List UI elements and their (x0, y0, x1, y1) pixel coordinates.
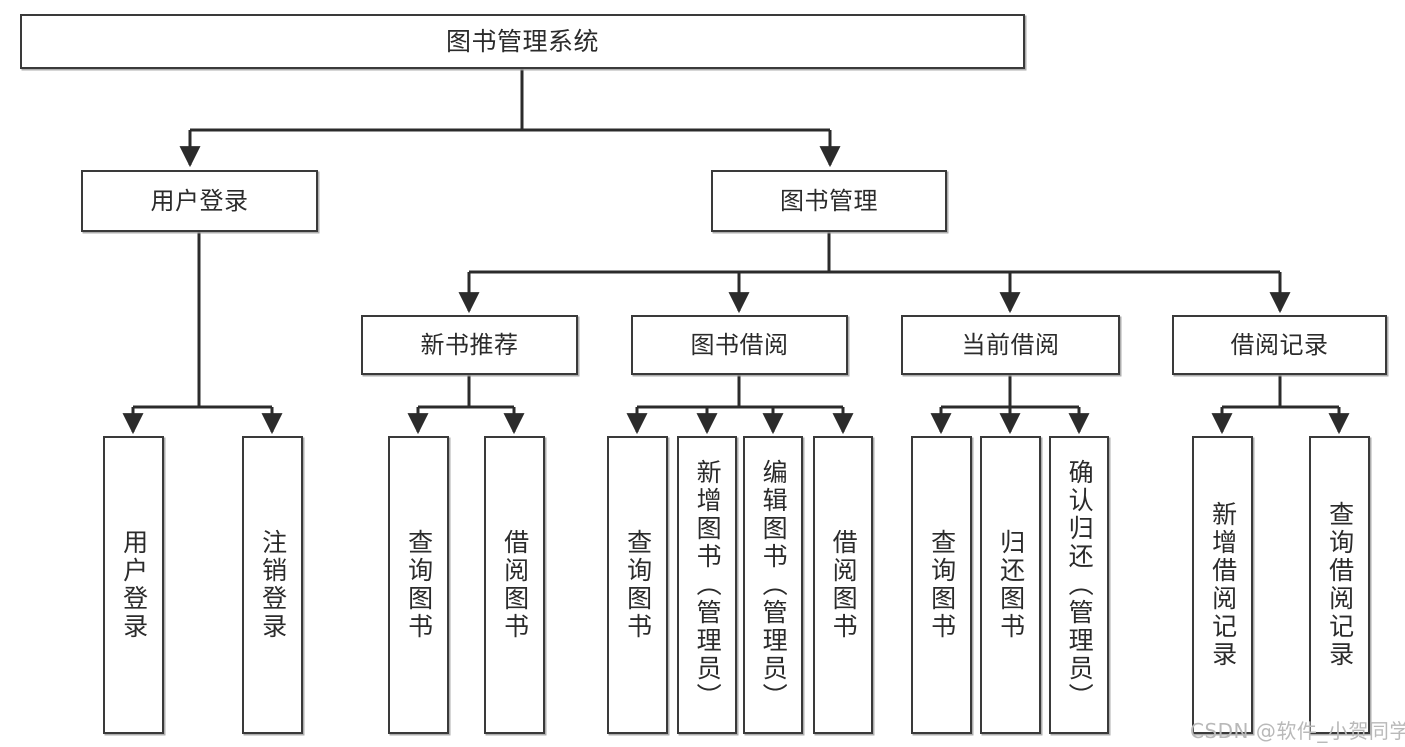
node-label: 借阅图书 (829, 529, 859, 641)
node-user-login[interactable]: 用户登录 (81, 170, 318, 232)
leaf-query-book-recommend[interactable]: 查询图书 (388, 436, 449, 734)
leaf-borrow-book-recommend[interactable]: 借阅图书 (484, 436, 545, 734)
leaf-logout[interactable]: 注销登录 (242, 436, 303, 734)
node-book-management[interactable]: 图书管理 (711, 170, 947, 232)
node-book-borrow[interactable]: 图书借阅 (631, 315, 848, 375)
leaf-add-borrow-record[interactable]: 新增借阅记录 (1192, 436, 1253, 734)
node-label: 图书管理 (780, 186, 878, 215)
node-book-management-system[interactable]: 图书管理系统 (20, 14, 1025, 69)
node-label: 借阅图书 (500, 529, 530, 641)
leaf-query-book-borrow[interactable]: 查询图书 (607, 436, 668, 734)
node-label: 新增借阅记录 (1208, 501, 1238, 669)
node-label: 用户登录 (150, 186, 249, 215)
node-label: 查询借阅记录 (1325, 501, 1355, 669)
node-label: 图书管理系统 (445, 26, 599, 56)
csdn-watermark: CSDN @软件_小贺同学 (1190, 719, 1405, 743)
node-label: 查询图书 (927, 529, 957, 641)
leaf-add-book-admin[interactable]: 新增图书（管理员） (677, 436, 737, 734)
node-label: 当前借阅 (961, 330, 1060, 359)
leaf-query-borrow-record[interactable]: 查询借阅记录 (1309, 436, 1370, 734)
leaf-borrow-book[interactable]: 借阅图书 (813, 436, 873, 734)
node-label: 查询图书 (623, 529, 653, 641)
node-label: 借阅记录 (1230, 330, 1329, 359)
node-label: 确认归还（管理员） (1065, 459, 1095, 711)
node-label: 注销登录 (258, 529, 288, 641)
node-label: 图书借阅 (690, 330, 789, 359)
node-label: 用户登录 (119, 529, 149, 641)
leaf-confirm-return-admin[interactable]: 确认归还（管理员） (1049, 436, 1109, 734)
node-label: 查询图书 (404, 529, 434, 641)
leaf-query-book-current[interactable]: 查询图书 (911, 436, 972, 734)
node-label: 归还图书 (996, 529, 1026, 641)
node-label: 新书推荐 (420, 330, 519, 359)
node-label: 新增图书（管理员） (693, 459, 723, 711)
node-label: 编辑图书（管理员） (759, 459, 789, 711)
node-borrow-record[interactable]: 借阅记录 (1172, 315, 1387, 375)
leaf-edit-book-admin[interactable]: 编辑图书（管理员） (743, 436, 803, 734)
leaf-return-book[interactable]: 归还图书 (980, 436, 1041, 734)
node-new-book-recommend[interactable]: 新书推荐 (361, 315, 578, 375)
leaf-user-login[interactable]: 用户登录 (103, 436, 164, 734)
node-current-borrow[interactable]: 当前借阅 (901, 315, 1120, 375)
